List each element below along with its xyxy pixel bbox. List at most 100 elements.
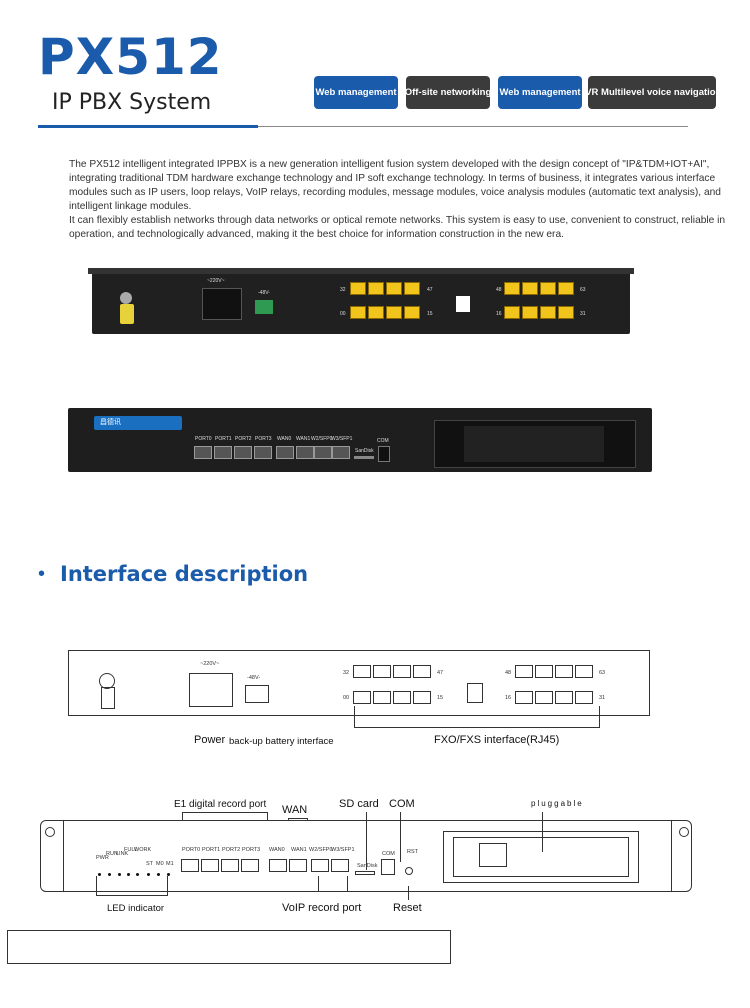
section-title: Interface description <box>60 562 309 586</box>
com-port-outline <box>381 859 395 875</box>
feature-tag-web-management-2: Web management <box>498 76 582 109</box>
rj45-port-outline <box>331 859 349 872</box>
page-subtitle: IP PBX System <box>52 90 212 115</box>
caption-sd: SD card <box>339 798 379 810</box>
port-label-w2sfp0: W2/SFP0 <box>311 436 333 442</box>
port-label-15: 15 <box>427 311 433 317</box>
feature-tag-web-management: Web management <box>314 76 398 109</box>
rj45-port <box>254 446 272 459</box>
led-bracket <box>96 876 168 896</box>
diagram-port-label-wan0: WAN0 <box>269 847 285 853</box>
rj45-port <box>332 446 350 459</box>
rj45-port-outline <box>353 665 371 678</box>
diagram-port-label-wan1: WAN1 <box>291 847 307 853</box>
rj45-port-outline <box>241 859 259 872</box>
diagram-220v-label: ~220V~ <box>200 661 220 667</box>
led-label-st: ST <box>146 861 154 867</box>
caption-battery: back-up battery interface <box>229 736 334 747</box>
rear-panel-top-edge <box>88 268 634 274</box>
caption-voip: VoIP record port <box>282 902 362 914</box>
rj45-port <box>386 306 402 319</box>
rj45-port-outline <box>575 665 593 678</box>
caption-fxo-fxs: FXO/FXS interface(RJ45) <box>434 734 560 746</box>
port-label-16: 16 <box>496 311 502 317</box>
led-st <box>147 873 150 876</box>
led-link <box>118 873 121 876</box>
port-label-w3sfp1: W3/SFP1 <box>331 436 353 442</box>
diagram-port-label-port1: PORT1 <box>202 847 221 853</box>
diagram-port-label-32: 32 <box>343 670 350 676</box>
intro-text: The PX512 intelligent integrated IPPBX i… <box>69 158 729 242</box>
ground-screw <box>120 292 132 304</box>
rj45-port-outline <box>515 665 533 678</box>
port-label-47: 47 <box>427 287 433 293</box>
led-label-pwr: PWR <box>96 855 109 861</box>
diagram-sd-label: SanDisk <box>357 863 378 869</box>
rj45-port-outline <box>535 691 553 704</box>
com-label: COM <box>377 438 389 444</box>
caption-com: COM <box>389 798 415 810</box>
diagram-port-label-47: 47 <box>437 670 444 676</box>
power-inlet <box>202 288 242 320</box>
empty-text-box <box>7 930 451 964</box>
port-label-wan1: WAN1 <box>296 436 311 442</box>
rj45-port <box>368 282 384 295</box>
led-pwr <box>98 873 101 876</box>
led-label-link: LINK <box>116 851 129 857</box>
diagram-port-label-00: 00 <box>343 695 350 701</box>
rj45-port <box>386 282 402 295</box>
battery-terminal <box>255 300 273 314</box>
rj45-port <box>350 282 366 295</box>
voip-bracket <box>318 876 348 892</box>
led-m0 <box>157 873 160 876</box>
ground-lug-outline <box>101 687 115 709</box>
led-label-m0: M0 <box>156 861 164 867</box>
brand-logo: 昌德讯 <box>94 416 182 430</box>
port-label-port3: PORT3 <box>255 436 272 442</box>
pluggable-inner-outline <box>453 837 629 877</box>
port-label-31: 31 <box>580 311 586 317</box>
rj45-port <box>404 306 420 319</box>
title-underline-accent <box>38 125 258 128</box>
caption-power: Power <box>194 734 226 746</box>
rj45-port <box>234 446 252 459</box>
rj45-port <box>404 282 420 295</box>
diagram-port-label-port3: PORT3 <box>242 847 261 853</box>
rj45-port <box>194 446 212 459</box>
intro-paragraph-2: It can flexibly establish networks throu… <box>69 215 726 240</box>
diagram-port-label-port0: PORT0 <box>182 847 201 853</box>
caption-wan: WAN <box>282 804 308 816</box>
rj45-port-outline <box>413 691 431 704</box>
rj45-port <box>368 306 384 319</box>
diagram-48v-label: -48V- <box>247 675 261 681</box>
diagram-port-label-15: 15 <box>437 695 444 701</box>
rear-48v-label: -48V- <box>258 290 270 296</box>
com-pointer-line <box>400 812 401 862</box>
diagram-port-label-w3sfp1: W3/SFP1 <box>331 847 355 853</box>
rj45-port <box>214 446 232 459</box>
fxo-bracket <box>354 706 600 728</box>
rack-ear-right <box>671 821 672 891</box>
pluggable-handle-outline <box>479 843 507 867</box>
port-label-port0: PORT0 <box>195 436 212 442</box>
sd-slot <box>354 456 374 459</box>
rack-hole <box>679 827 689 837</box>
rj45-port-outline <box>393 665 411 678</box>
diagram-port-label-31: 31 <box>599 695 606 701</box>
rj11-port <box>456 296 470 312</box>
sd-slot-outline <box>355 871 375 875</box>
port-label-port2: PORT2 <box>235 436 252 442</box>
rj45-port <box>504 306 520 319</box>
led-m1 <box>167 873 170 876</box>
power-inlet-outline <box>189 673 233 707</box>
rj45-port-outline <box>575 691 593 704</box>
led-label-run: RUN <box>106 851 118 857</box>
rj45-port-outline <box>181 859 199 872</box>
port-label-00: 00 <box>340 311 346 317</box>
rj45-port-outline <box>353 691 371 704</box>
rj45-port-outline <box>515 691 533 704</box>
diagram-port-label-48: 48 <box>505 670 512 676</box>
com-port <box>378 446 390 462</box>
page-title: PX512 <box>38 28 223 86</box>
diagram-rst-label: RST <box>407 849 418 855</box>
